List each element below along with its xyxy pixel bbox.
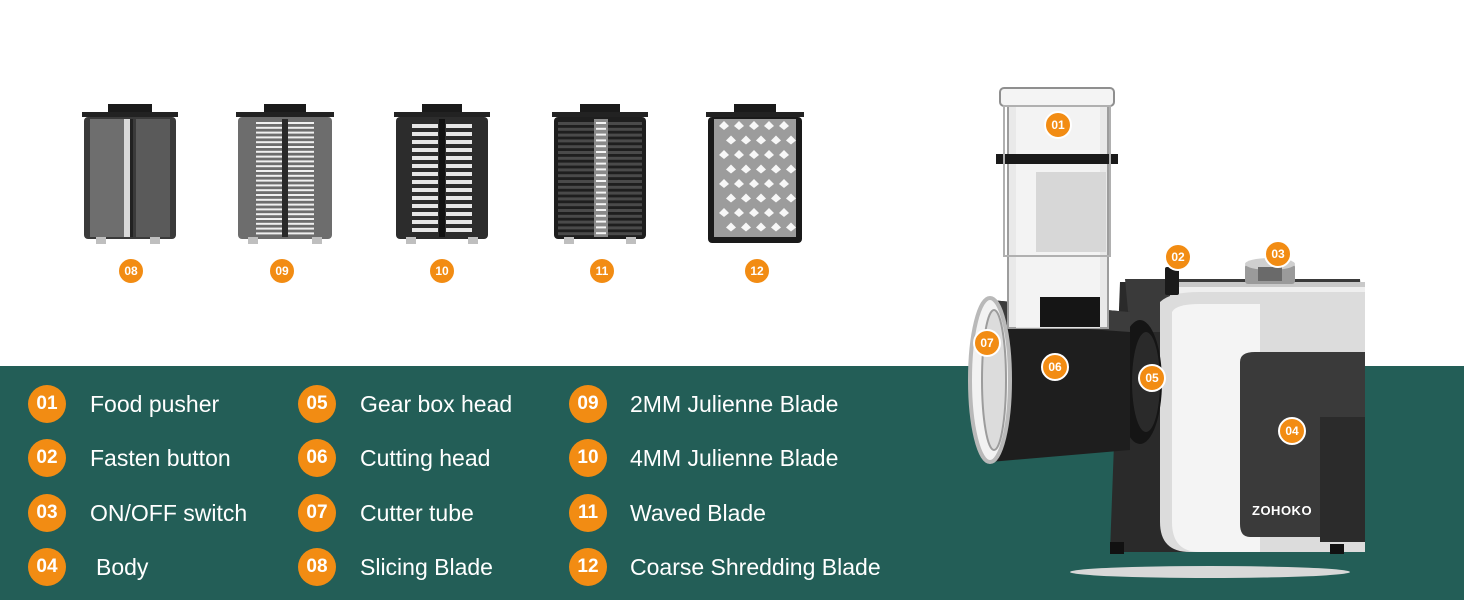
legend-label-body: Body: [96, 554, 149, 580]
legend-badge-02: 02: [28, 439, 66, 477]
legend-label-2mm-julienne-blade: 2MM Julienne Blade: [630, 391, 839, 417]
legend-label-4mm-julienne-blade: 4MM Julienne Blade: [630, 445, 839, 471]
legend-label-food-pusher: Food pusher: [90, 391, 220, 417]
waved-blade-image: [552, 104, 648, 244]
coarse-shredding-blade-image: [706, 104, 804, 243]
legend-label-slicing-blade: Slicing Blade: [360, 554, 493, 580]
blade-badge-10: 10: [428, 257, 456, 285]
machine-badge-06: 06: [1041, 353, 1069, 381]
julienne-2mm-blade-image: [236, 104, 334, 244]
legend-label-on-off-switch: ON/OFF switch: [90, 500, 248, 526]
legend-badge-09: 09: [569, 385, 607, 423]
legend-label-cutter-tube: Cutter tube: [360, 500, 474, 526]
blade-badge-09: 09: [268, 257, 296, 285]
legend-badge-10: 10: [569, 439, 607, 477]
julienne-4mm-blade-image: [394, 104, 490, 244]
legend-badge-04: 04: [28, 548, 66, 586]
legend-badge-03: 03: [28, 494, 66, 532]
brand-logo: ZOHOKO: [1252, 503, 1312, 518]
legend-label-gear-box-head: Gear box head: [360, 391, 513, 417]
legend-badge-12: 12: [569, 548, 607, 586]
blade-badge-08: 08: [117, 257, 145, 285]
machine-badge-07: 07: [973, 329, 1001, 357]
legend-label-cutting-head: Cutting head: [360, 445, 491, 471]
legend-badge-06: 06: [298, 439, 336, 477]
slicing-blade-image: [82, 104, 178, 244]
legend-badge-07: 07: [298, 494, 336, 532]
machine-badge-05: 05: [1138, 364, 1166, 392]
machine-badge-03: 03: [1264, 240, 1292, 268]
legend-label-waved-blade: Waved Blade: [630, 500, 766, 526]
blade-badge-11: 11: [588, 257, 616, 285]
blade-badge-12: 12: [743, 257, 771, 285]
legend-label-coarse-shredding-blade: Coarse Shredding Blade: [630, 554, 881, 580]
legend-badge-11: 11: [569, 494, 607, 532]
machine-badge-01: 01: [1044, 111, 1072, 139]
legend-badge-05: 05: [298, 385, 336, 423]
machine-badge-02: 02: [1164, 243, 1192, 271]
legend-badge-08: 08: [298, 548, 336, 586]
salad-shooter-machine-image: ZOHOKO: [968, 87, 1365, 578]
legend-badge-01: 01: [28, 385, 66, 423]
legend-label-fasten-button: Fasten button: [90, 445, 231, 471]
machine-badge-04: 04: [1278, 417, 1306, 445]
